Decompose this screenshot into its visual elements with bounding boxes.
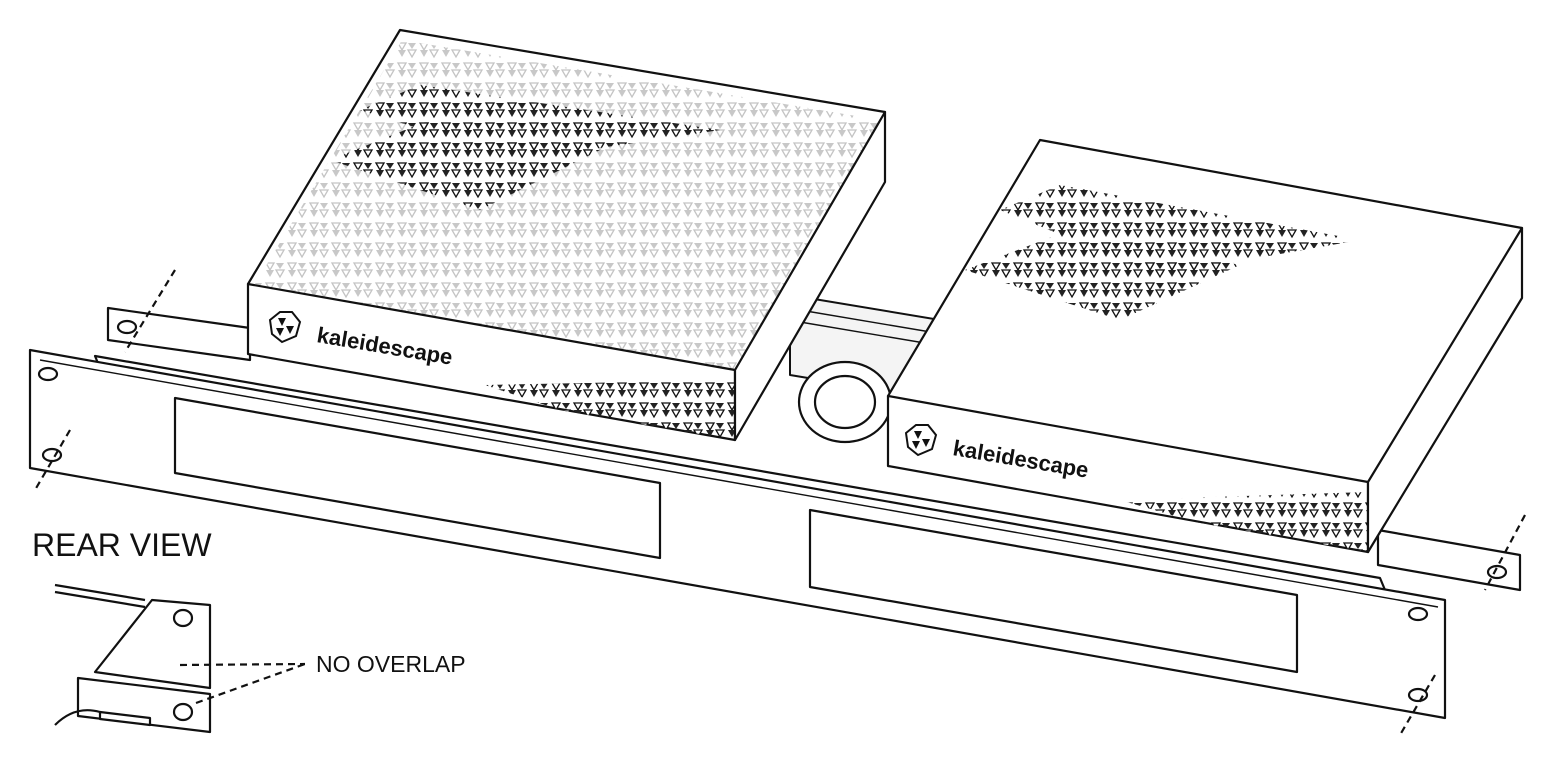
mount-hole xyxy=(1407,606,1429,622)
player-device-left: kaleidescape xyxy=(246,28,887,442)
alignment-lines xyxy=(34,269,1526,736)
no-overlap-label: NO OVERLAP xyxy=(316,651,466,677)
rear-view-label: REAR VIEW xyxy=(32,527,212,563)
kaleidescape-logo-icon xyxy=(904,424,938,457)
mount-hole xyxy=(1407,687,1429,703)
mount-hole xyxy=(172,702,194,722)
mount-hole xyxy=(172,608,194,628)
mount-hole xyxy=(41,447,63,463)
kaleidescape-logo-icon xyxy=(268,311,302,344)
mount-hole xyxy=(37,366,59,382)
player-device-right: kaleidescape xyxy=(886,138,1524,554)
front-window-left xyxy=(173,396,662,560)
rear-view-inset: REAR VIEW NO OVERLAP xyxy=(32,527,466,734)
rear-bracket-right xyxy=(1376,528,1522,592)
mount-hole xyxy=(1486,564,1508,580)
rack-face-plate xyxy=(28,348,1447,720)
mount-hole xyxy=(116,319,138,335)
center-handle xyxy=(797,360,893,444)
front-window-right xyxy=(808,508,1299,674)
rear-bracket-left xyxy=(106,306,252,362)
